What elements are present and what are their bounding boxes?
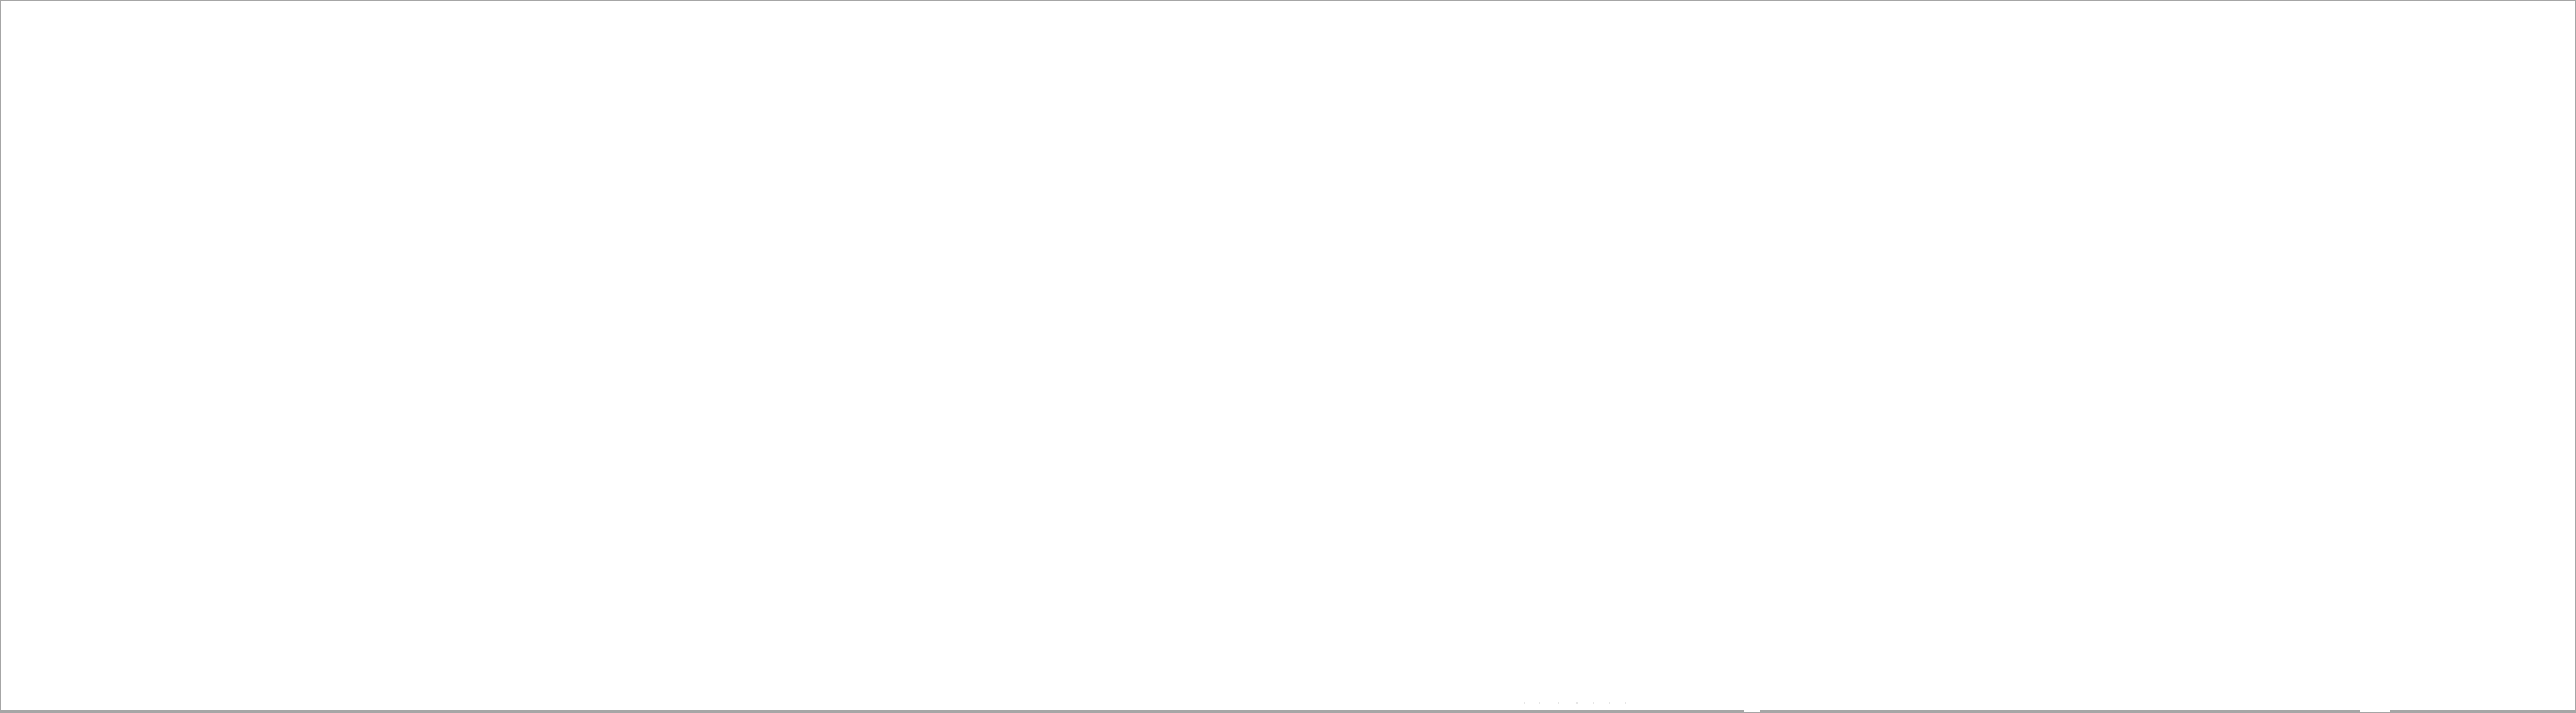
- blank-canvas: [3, 3, 2573, 710]
- bottom-border-gap: [1744, 710, 1760, 712]
- bottom-border: [1, 710, 2575, 712]
- faint-mark: [1524, 702, 1525, 704]
- faint-mark: [1625, 702, 1626, 704]
- faint-mark: [1558, 702, 1559, 704]
- bottom-border-gap: [2360, 710, 2390, 712]
- faint-mark: [1539, 702, 1540, 704]
- faint-mark: [1609, 702, 1610, 704]
- faint-mark: [1593, 702, 1594, 704]
- faint-mark: [1576, 702, 1578, 704]
